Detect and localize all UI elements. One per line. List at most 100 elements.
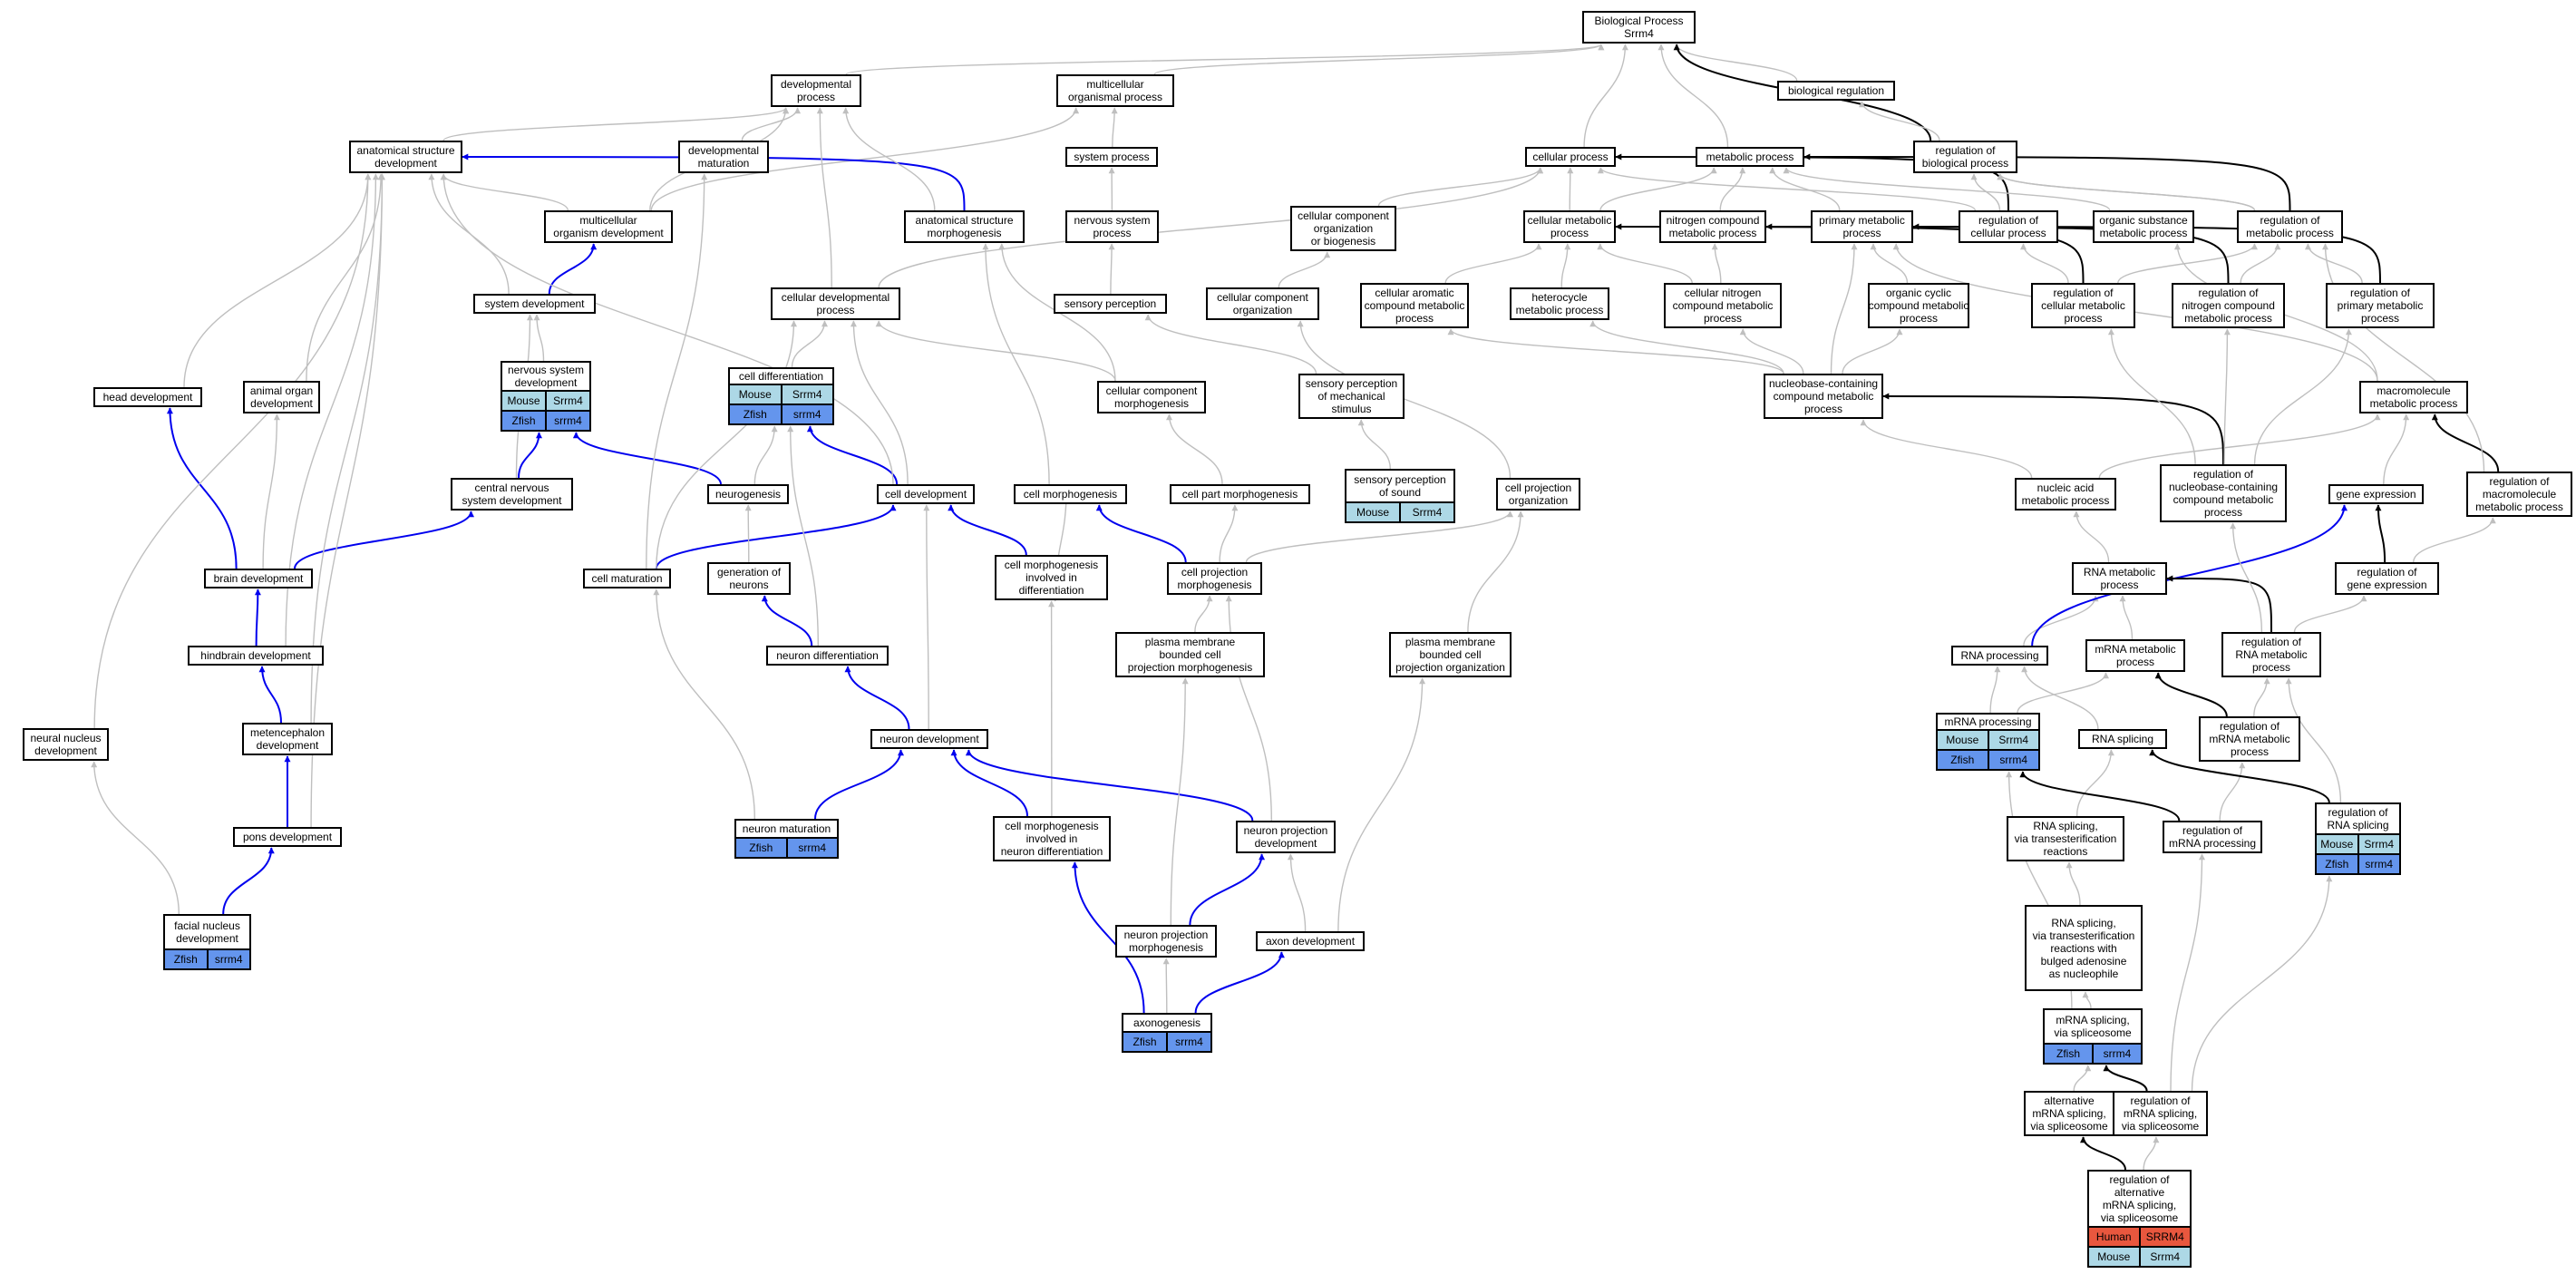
go-term-devproc[interactable]: developmental process bbox=[771, 74, 861, 107]
go-term-cellmorph[interactable]: cell morphogenesis bbox=[1014, 484, 1127, 504]
go-term-regpmp[interactable]: regulation of primary metabolic process bbox=[2326, 283, 2435, 328]
go-term-namp[interactable]: nucleic acid metabolic process bbox=[2015, 478, 2116, 511]
go-term-rnastba[interactable]: RNA splicing, via transesterification re… bbox=[2025, 905, 2143, 991]
go-term-pmbcpm[interactable]: plasma membrane bounded cell projection … bbox=[1115, 632, 1265, 677]
go-term-genneur[interactable]: generation of neurons bbox=[707, 562, 791, 595]
go-term-regaltsplice[interactable]: regulation of alternative mRNA splicing,… bbox=[2087, 1170, 2192, 1268]
go-term-regmet[interactable]: regulation of metabolic process bbox=[2237, 210, 2343, 243]
go-term-bioreg[interactable]: biological regulation bbox=[1777, 81, 1895, 101]
go-term-metproc[interactable]: metabolic process bbox=[1696, 147, 1804, 167]
go-term-regmrnass[interactable]: regulation of mRNA splicing, via spliceo… bbox=[2113, 1091, 2208, 1136]
go-term-cmind[interactable]: cell morphogenesis involved in neuron di… bbox=[993, 816, 1111, 861]
go-term-metdev[interactable]: metencephalon development bbox=[242, 723, 333, 755]
go-term-regncmp[interactable]: regulation of nitrogen compound metaboli… bbox=[2172, 283, 2285, 328]
part-of-edge-axonogen-to-axondev bbox=[1194, 951, 1285, 1014]
go-term-label: organic substance metabolic process bbox=[2099, 214, 2188, 239]
go-term-mmp[interactable]: macromolecule metabolic process bbox=[2359, 381, 2468, 413]
go-term-ccm[interactable]: cellular component morphogenesis bbox=[1097, 381, 1206, 413]
go-term-cncmp[interactable]: cellular nitrogen compound metabolic pro… bbox=[1664, 283, 1782, 328]
go-term-neurdiff[interactable]: neuron differentiation bbox=[766, 646, 889, 666]
go-term-rnaste[interactable]: RNA splicing, via transesterification re… bbox=[2007, 816, 2124, 861]
go-term-sensp[interactable]: sensory perception bbox=[1054, 294, 1167, 314]
go-term-axondev[interactable]: axon development bbox=[1256, 931, 1365, 951]
go-term-rnamp[interactable]: RNA metabolic process bbox=[2072, 562, 2167, 595]
go-term-asm[interactable]: anatomical structure morphogenesis bbox=[904, 210, 1025, 243]
go-term-nsp[interactable]: nervous system process bbox=[1065, 210, 1159, 243]
go-term-cmp[interactable]: cellular metabolic process bbox=[1523, 210, 1616, 243]
go-term-aod[interactable]: animal organ development bbox=[243, 381, 320, 413]
go-term-cco[interactable]: cellular component organization bbox=[1206, 287, 1319, 320]
go-term-cnsd[interactable]: central nervous system development bbox=[451, 478, 573, 511]
go-term-npm[interactable]: neuron projection morphogenesis bbox=[1115, 925, 1217, 958]
go-term-cprojm[interactable]: cell projection morphogenesis bbox=[1167, 562, 1262, 595]
go-term-braindev[interactable]: brain development bbox=[204, 569, 313, 588]
go-term-asd[interactable]: anatomical structure development bbox=[349, 141, 462, 173]
part-of-edge-sysdev-to-mod bbox=[548, 243, 598, 295]
go-term-regcell[interactable]: regulation of cellular process bbox=[1959, 210, 2058, 243]
go-term-ccob[interactable]: cellular component organization or bioge… bbox=[1290, 206, 1396, 251]
go-term-regmrnaproc[interactable]: regulation of mRNA processing bbox=[2163, 821, 2262, 853]
go-term-nbccmp[interactable]: nucleobase-containing compound metabolic… bbox=[1764, 374, 1883, 419]
go-term-label: cellular nitrogen compound metabolic pro… bbox=[1672, 287, 1774, 325]
go-term-pmbcpo[interactable]: plasma membrane bounded cell projection … bbox=[1389, 632, 1512, 677]
go-term-reggeneexp[interactable]: regulation of gene expression bbox=[2335, 562, 2439, 595]
go-term-label: animal organ development bbox=[249, 384, 314, 410]
go-term-neurondev[interactable]: neuron development bbox=[870, 729, 988, 749]
go-term-hbd[interactable]: hindbrain development bbox=[188, 646, 324, 666]
go-term-regmmp[interactable]: regulation of macromolecule metabolic pr… bbox=[2466, 472, 2572, 517]
go-term-rnasplice[interactable]: RNA splicing bbox=[2078, 729, 2167, 749]
go-term-regnbc[interactable]: regulation of nucleobase-containing comp… bbox=[2160, 464, 2287, 522]
go-term-headdev[interactable]: head development bbox=[93, 387, 202, 407]
go-term-osmp[interactable]: organic substance metabolic process bbox=[2093, 210, 2194, 243]
go-term-geneexp[interactable]: gene expression bbox=[2328, 484, 2424, 504]
go-term-cmid[interactable]: cell morphogenesis involved in different… bbox=[995, 555, 1108, 600]
go-term-bp[interactable]: Biological Process Srrm4 bbox=[1582, 11, 1696, 44]
go-term-sysdev[interactable]: system development bbox=[473, 294, 596, 314]
is-a-edge-pmbcpo-to-cpo bbox=[1467, 511, 1524, 633]
gene-label: Srrm4 bbox=[1987, 731, 2039, 749]
go-term-occmp[interactable]: organic cyclic compound metabolic proces… bbox=[1868, 283, 1969, 328]
go-term-label: facial nucleus development bbox=[174, 919, 240, 945]
is-a-edge-rnamp-to-namp bbox=[2073, 511, 2110, 563]
go-term-npd[interactable]: neuron projection development bbox=[1236, 821, 1336, 853]
go-term-regbio[interactable]: regulation of biological process bbox=[1913, 141, 2017, 173]
go-term-mod[interactable]: multicellular organism development bbox=[544, 210, 673, 243]
go-term-ncmp[interactable]: nitrogen compound metabolic process bbox=[1659, 210, 1766, 243]
go-term-cellproc[interactable]: cellular process bbox=[1525, 147, 1616, 167]
go-term-rnaproc[interactable]: RNA processing bbox=[1951, 646, 2048, 666]
go-term-spms[interactable]: sensory perception of mechanical stimulu… bbox=[1298, 374, 1405, 419]
go-term-nnd[interactable]: neural nucleus development bbox=[23, 728, 109, 761]
go-term-cellmat[interactable]: cell maturation bbox=[583, 569, 671, 588]
go-term-mrnamp[interactable]: mRNA metabolic process bbox=[2085, 639, 2185, 672]
go-term-regrnamp[interactable]: regulation of RNA metabolic process bbox=[2221, 632, 2321, 677]
go-term-cpm[interactable]: cell part morphogenesis bbox=[1170, 484, 1310, 504]
go-term-celldev[interactable]: cell development bbox=[877, 484, 975, 504]
go-term-altsplice[interactable]: alternative mRNA splicing, via spliceoso… bbox=[2024, 1091, 2114, 1136]
go-term-cdp[interactable]: cellular developmental process bbox=[771, 287, 900, 320]
go-term-neurogen[interactable]: neurogenesis bbox=[707, 484, 789, 504]
go-term-ponsdev[interactable]: pons development bbox=[233, 827, 342, 847]
go-term-cpo[interactable]: cell projection organization bbox=[1496, 478, 1580, 511]
go-term-devmat[interactable]: developmental maturation bbox=[678, 141, 769, 173]
go-term-mcop[interactable]: multicellular organismal process bbox=[1056, 74, 1174, 107]
go-term-hmp[interactable]: heterocycle metabolic process bbox=[1510, 287, 1609, 320]
go-term-sysproc[interactable]: system process bbox=[1065, 147, 1158, 167]
go-term-regcmp[interactable]: regulation of cellular metabolic process bbox=[2031, 283, 2135, 328]
species-label: Zfish bbox=[1132, 1036, 1157, 1048]
is-a-edge-rnaste-to-rnasplice bbox=[2075, 749, 2114, 817]
go-term-pmp[interactable]: primary metabolic process bbox=[1811, 210, 1913, 243]
go-term-cacmp[interactable]: cellular aromatic compound metabolic pro… bbox=[1360, 283, 1469, 328]
is-a-edge-nsd-to-sysdev bbox=[533, 314, 545, 362]
go-term-regmrnamp[interactable]: regulation of mRNA metabolic process bbox=[2199, 716, 2300, 762]
